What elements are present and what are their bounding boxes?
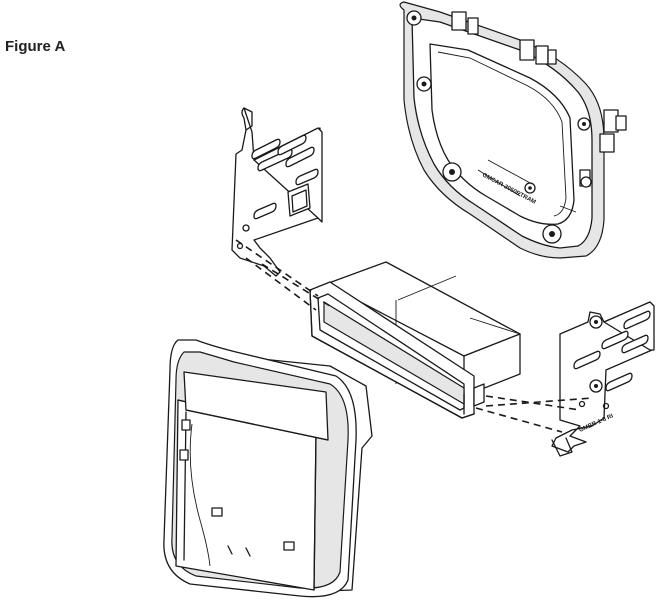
front-trim-bezel: [163, 339, 373, 598]
rear-dash-bezel: GMCAR-2050RTRAM: [399, 1, 627, 259]
assembly-guide-lines: [235, 239, 593, 433]
radio-pocket-housing: [309, 261, 521, 419]
left-mounting-bracket: [231, 107, 323, 277]
figure-label: Figure A: [5, 38, 66, 55]
right-mounting-bracket: GMBR-1-8 RI: [551, 301, 655, 457]
